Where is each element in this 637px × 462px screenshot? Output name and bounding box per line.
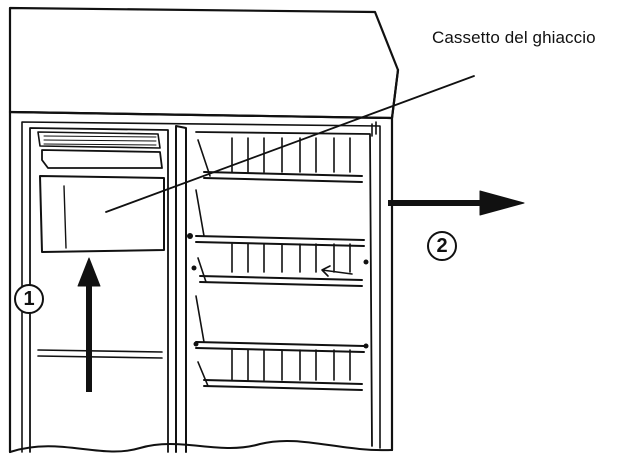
shelf-ribs-top [231,137,351,173]
ice-drawer-top [41,149,163,169]
shelf-4 [195,341,365,353]
cabinet-top [8,6,400,120]
callout-leader-line [105,75,475,213]
bottom-torn-edge [9,440,393,453]
shelf-pegs [187,233,369,349]
shelf-supports [195,139,211,387]
left-shelf-lower [37,349,163,359]
shelf-ribs-middle [231,243,351,273]
arrow-up-head [77,257,101,287]
ice-drawer [39,175,165,253]
ice-tray-slot [37,131,161,149]
door-panel [195,131,373,447]
step-2-badge: 2 [427,231,457,261]
shelf-1 [203,171,363,183]
ice-drawer-label: Cassetto del ghiaccio [432,28,596,47]
arrow-right-head [479,190,525,216]
ice-tray-slot-ribs [43,135,157,146]
step-1-badge: 1 [14,284,44,314]
shelf-ribs-bottom [231,349,351,381]
freezer-door [175,125,187,453]
shelf-indicator-arrow [321,265,353,277]
shelf-2 [195,235,365,247]
ice-drawer-front-line [63,185,67,249]
hinge-top [371,121,377,137]
cabinet-body [8,68,400,454]
cabinet-inner-frame [21,121,381,453]
cabinet-front-edge [8,110,394,120]
shelf-5 [203,379,363,391]
shelf-3 [199,275,363,287]
